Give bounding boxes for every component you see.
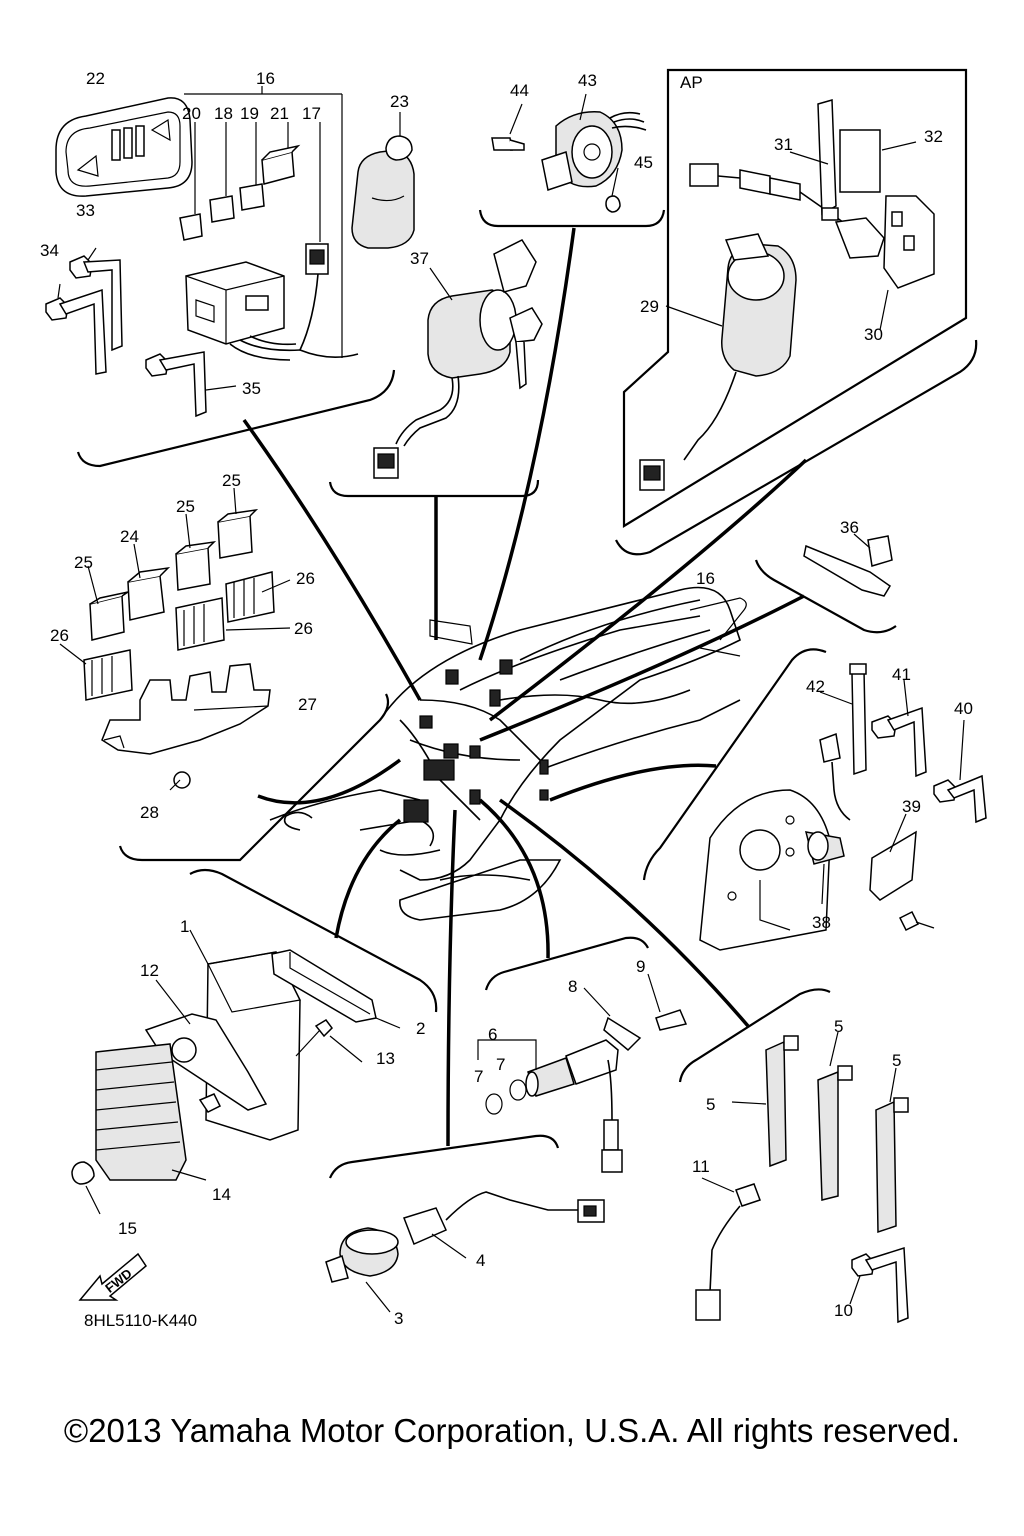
callout-5-a: 5 <box>834 1017 843 1036</box>
callout-17: 17 <box>302 104 321 123</box>
callout-16-top: 16 <box>256 69 275 88</box>
callout-4: 4 <box>476 1251 485 1270</box>
callout-9: 9 <box>636 957 645 976</box>
callout-20: 20 <box>182 104 201 123</box>
callout-41: 41 <box>892 665 911 684</box>
callout-7-a: 7 <box>496 1055 505 1074</box>
callout-26-a: 26 <box>296 569 315 588</box>
callout-35: 35 <box>242 379 261 398</box>
callout-5-b: 5 <box>892 1051 901 1070</box>
callout-40: 40 <box>954 699 973 718</box>
callout-3: 3 <box>394 1309 403 1328</box>
relay-group <box>59 487 291 791</box>
sensor-6-9-group <box>477 973 688 1173</box>
callout-38: 38 <box>812 913 831 932</box>
callout-25-b: 25 <box>176 497 195 516</box>
ap-label: AP <box>680 73 703 92</box>
callout-15: 15 <box>118 1219 137 1238</box>
callout-26-b: 26 <box>294 619 313 638</box>
callout-8: 8 <box>568 977 577 996</box>
callout-44: 44 <box>510 81 529 100</box>
callout-2: 2 <box>416 1019 425 1038</box>
callout-numbers: 22 16 20 18 19 21 17 23 44 43 45 AP 31 3… <box>40 69 973 1330</box>
callout-12: 12 <box>140 961 159 980</box>
callout-18: 18 <box>214 104 233 123</box>
callout-14: 14 <box>212 1185 231 1204</box>
callout-10: 10 <box>834 1301 853 1320</box>
callout-29: 29 <box>640 297 659 316</box>
callout-32: 32 <box>924 127 943 146</box>
fuse-box-group <box>45 86 359 418</box>
sensor-3-4-group <box>325 1191 605 1313</box>
callout-43: 43 <box>578 71 597 90</box>
callout-1: 1 <box>180 917 189 936</box>
callout-36: 36 <box>840 518 859 537</box>
part-36-clip <box>803 533 893 597</box>
callout-22: 22 <box>86 69 105 88</box>
callout-39: 39 <box>902 797 921 816</box>
callout-45: 45 <box>634 153 653 172</box>
callout-13: 13 <box>376 1049 395 1068</box>
watercraft-hull <box>269 586 747 921</box>
diagram-code: 8HL5110-K440 <box>84 1311 197 1330</box>
callout-5-c: 5 <box>706 1095 715 1114</box>
callout-21: 21 <box>270 104 289 123</box>
callout-28: 28 <box>140 803 159 822</box>
bracket-38-42-group <box>699 663 987 951</box>
callout-6: 6 <box>488 1025 497 1044</box>
callout-37: 37 <box>410 249 429 268</box>
callout-25-c: 25 <box>74 553 93 572</box>
callout-26-c: 26 <box>50 626 69 645</box>
callout-11: 11 <box>692 1157 710 1176</box>
callout-33: 33 <box>76 201 95 220</box>
part-43-sensor <box>491 93 647 213</box>
callout-27: 27 <box>298 695 317 714</box>
copyright-notice: ©2013 Yamaha Motor Corporation, U.S.A. A… <box>63 1412 961 1449</box>
callout-31: 31 <box>774 135 793 154</box>
part-23-battery-cap <box>351 112 415 249</box>
callout-30: 30 <box>864 325 883 344</box>
callout-34: 34 <box>40 241 59 260</box>
callout-24: 24 <box>120 527 139 546</box>
regulator-group <box>71 929 401 1301</box>
callout-leaders <box>242 227 808 1147</box>
callout-42: 42 <box>806 677 825 696</box>
callout-16-center: 16 <box>696 569 715 588</box>
callout-25-a: 25 <box>222 471 241 490</box>
part-37-key-switch <box>373 239 543 479</box>
callout-23: 23 <box>390 92 409 111</box>
ap-accessory-group <box>639 99 935 491</box>
callout-7-b: 7 <box>474 1067 483 1086</box>
sensor-5-10-11-group <box>695 1031 909 1324</box>
callout-19: 19 <box>240 104 259 123</box>
